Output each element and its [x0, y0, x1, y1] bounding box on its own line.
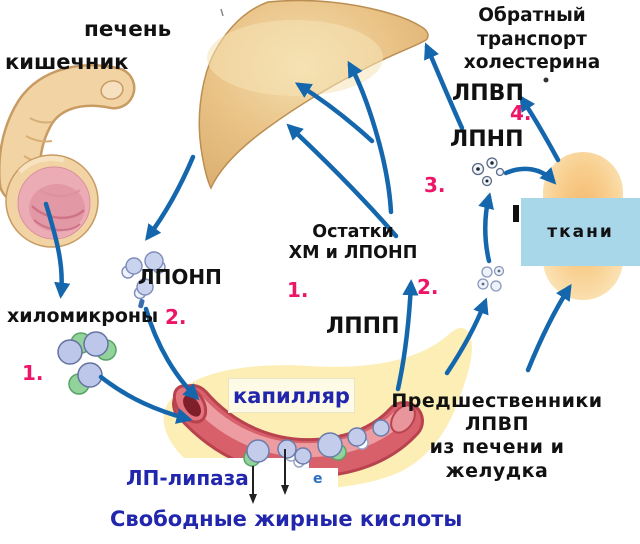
arrow-intestine-to-chylomicrons	[43, 201, 71, 299]
ldl-label: ЛПНП	[450, 127, 524, 152]
hdl-precursors-label: Предшественники ЛПВП из печени и желудка	[391, 390, 603, 482]
idl-label: ЛППП	[326, 314, 400, 339]
lp-lipase-label: ЛП-липаза	[126, 466, 249, 490]
hdl-label: ЛПВП	[452, 81, 524, 106]
partial-letter: е	[313, 471, 323, 487]
arrow-text-to-precursors	[444, 297, 489, 376]
step-3-number: 3.	[424, 173, 446, 197]
arrow-remnants-to-liver-3	[294, 82, 375, 144]
vldl-label: ЛПОНП	[138, 265, 222, 289]
step-1-left-number: 1.	[22, 361, 44, 385]
fatty-acid-arrows	[249, 449, 289, 504]
tissues-box: ткани	[521, 198, 640, 266]
liver-label: печень	[84, 17, 172, 42]
lipase-label-patch	[122, 458, 309, 496]
chylomicrons-label: хиломикроны	[7, 305, 159, 327]
ldl-particles	[471, 157, 505, 187]
tissues-label: ткани	[547, 222, 614, 242]
vldl-particles	[121, 251, 166, 309]
capillary-label: капилляр	[233, 383, 350, 408]
free-fatty-acids-label: Свободные жирные кислоты	[110, 507, 463, 531]
arrow-stomach-to-tissues	[525, 283, 572, 373]
arrow-remnants-to-liver-1	[347, 60, 394, 215]
hidden-text-fragment	[513, 205, 519, 222]
arrow-precursors-to-ldl	[478, 192, 494, 264]
arrow-tissues-to-hdl	[519, 94, 561, 163]
partial-label-patch	[306, 468, 338, 494]
arrow-hdl-to-liver	[424, 42, 465, 131]
reverse-cholesterol-transport-label: Обратный транспорт холестерина	[463, 5, 601, 73]
remnants-label: Остатки ХМ и ЛПОНП	[288, 222, 418, 263]
step-2-left-number: 2.	[165, 305, 187, 329]
flow-arrows	[43, 42, 572, 424]
arrow-capillary-to-idl	[395, 279, 419, 392]
hdl-precursor-particles	[477, 77, 549, 292]
capillary-label-box: капилляр	[228, 378, 355, 413]
intestine-illustration	[0, 64, 136, 248]
arrow-vldl-to-capillary	[143, 306, 200, 401]
intestine-label: кишечник	[5, 50, 129, 74]
arrow-remnants-to-liver-2	[286, 123, 399, 239]
arrow-chylomicrons-to-capillary	[98, 374, 193, 424]
step-2-mid-number: 2.	[417, 275, 439, 299]
step-1-mid-number: 1.	[287, 278, 309, 302]
arrow-ldl-to-tissues	[503, 166, 557, 185]
chylomicron-particles	[57, 331, 117, 395]
step-4-number: 4.	[510, 101, 532, 125]
arrow-liver-to-vldl	[145, 154, 196, 241]
capillary-particles	[243, 419, 390, 468]
